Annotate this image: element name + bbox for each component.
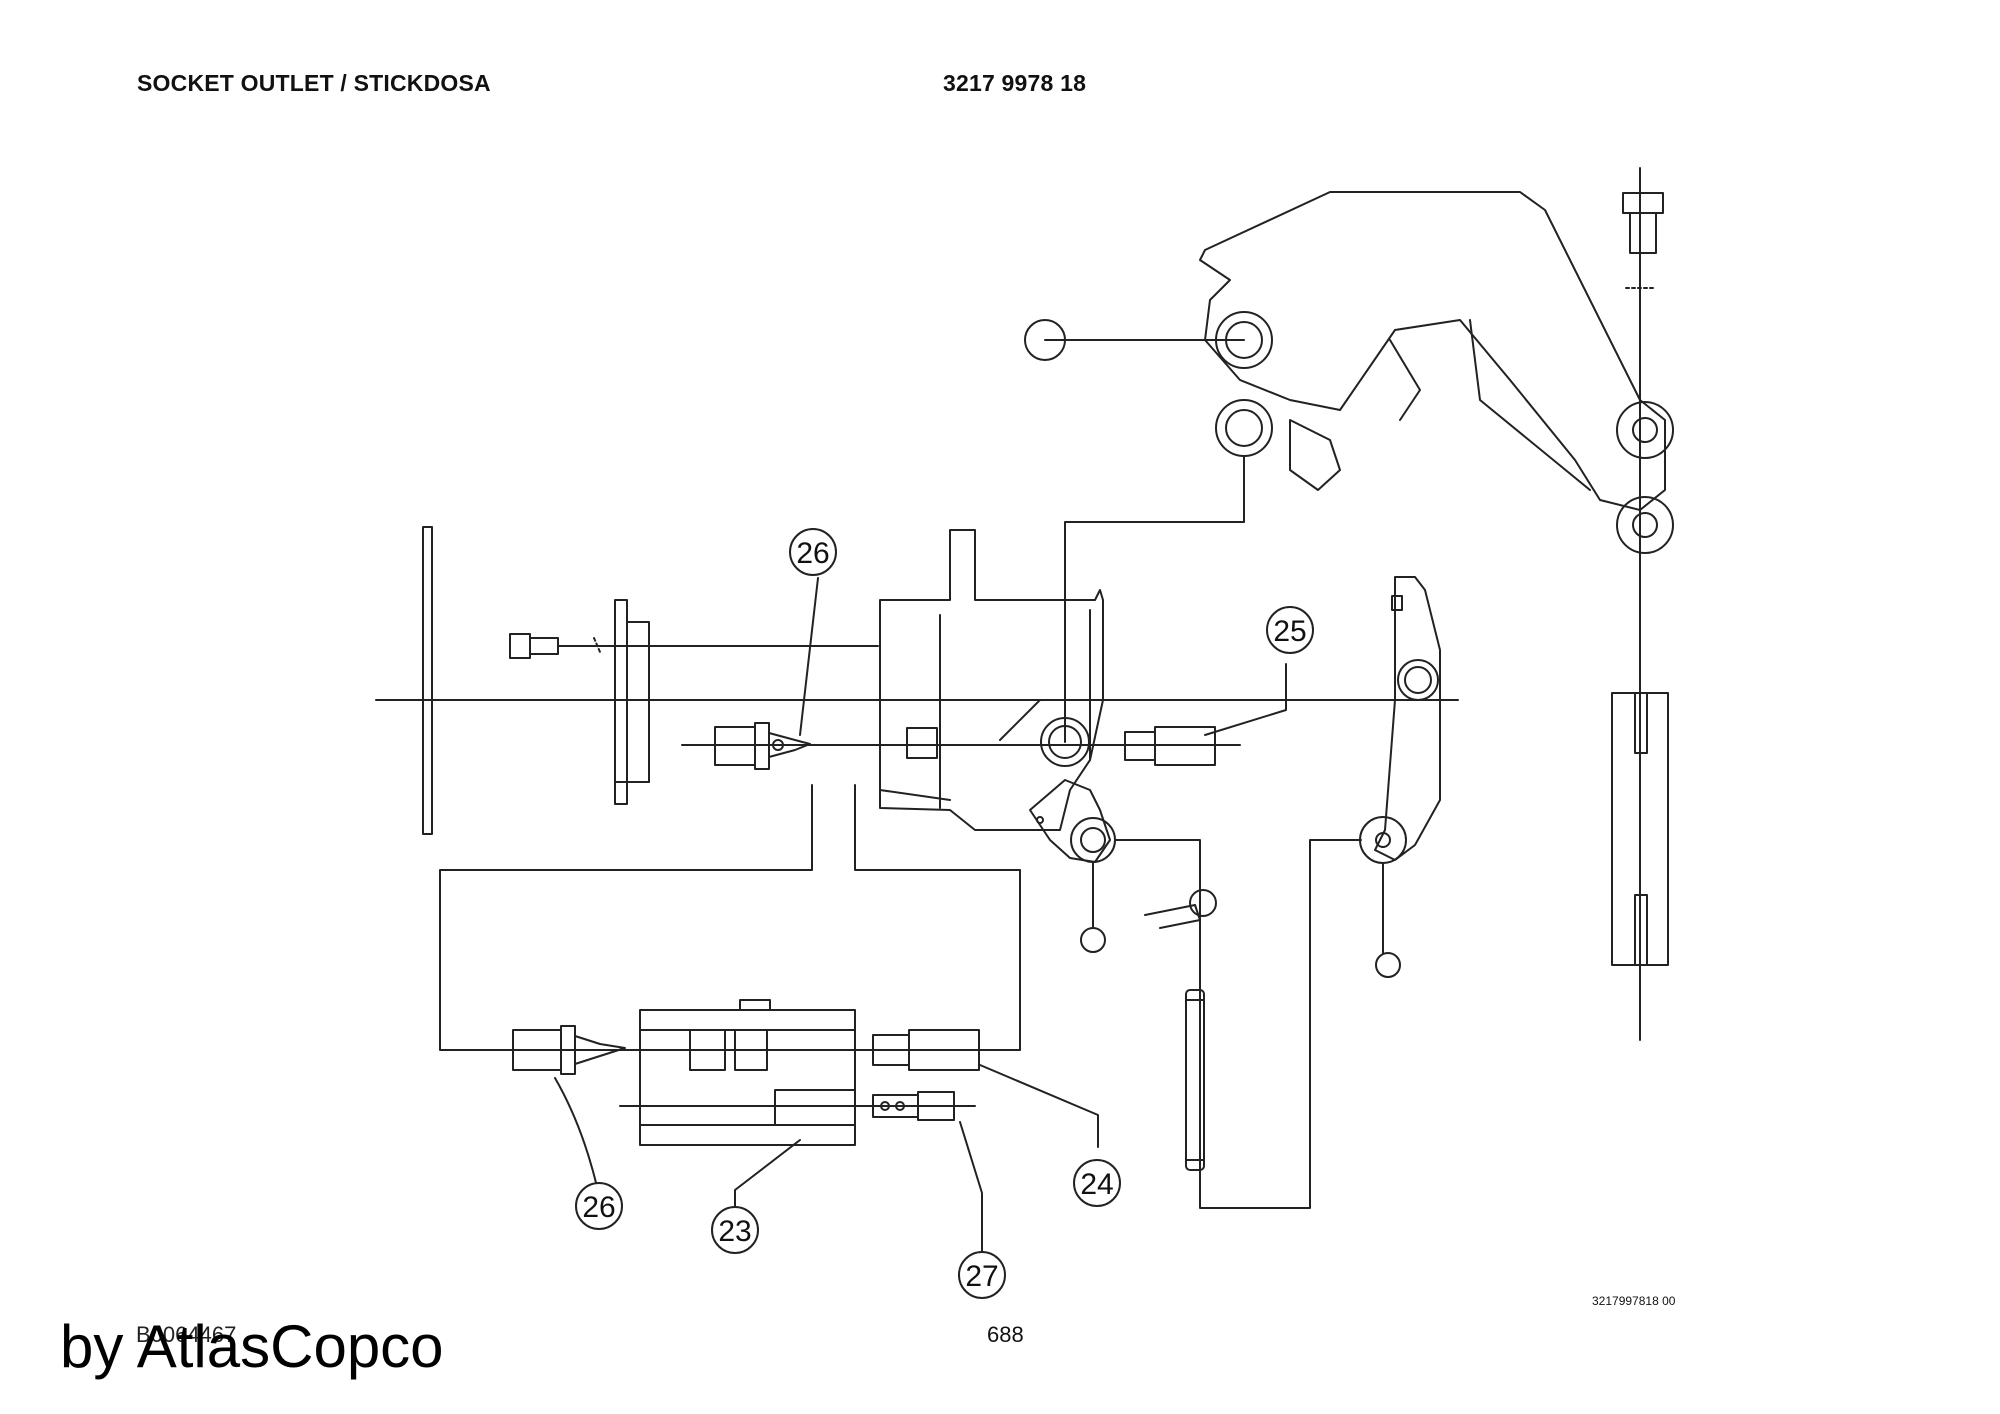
page-number: 688 [987, 1322, 1024, 1347]
snap-ring-small-left [1080, 927, 1106, 953]
page-title: SOCKET OUTLET / STICKDOSA [137, 70, 491, 96]
callout-27: 27 [958, 1251, 1006, 1299]
callout-label: 27 [965, 1260, 998, 1293]
pin [1185, 989, 1205, 1171]
brand-watermark: by AtlasCopco [60, 1313, 444, 1380]
snap-ring-small-right [1375, 952, 1401, 978]
connector-housing-23 [639, 999, 856, 1146]
flange-gasket [614, 599, 650, 805]
right-bracket [1359, 576, 1441, 864]
callout-label: 25 [1273, 615, 1306, 648]
snap-ring-top [1024, 319, 1245, 361]
callout-26-lower: 26 [575, 1182, 623, 1230]
socket-housing [879, 529, 1104, 831]
callout-label: 26 [796, 537, 829, 570]
callout-label: 24 [1080, 1168, 1113, 1201]
thin-plate [422, 526, 433, 835]
callout-25: 25 [1266, 606, 1314, 654]
callout-label: 23 [718, 1215, 751, 1248]
callout-23: 23 [711, 1206, 759, 1254]
document-id: B0064467 [136, 1322, 237, 1347]
contact-socket-25 [1124, 726, 1216, 766]
drawing-reference: 3217997818 00 [1592, 1294, 1676, 1308]
callout-label: 26 [582, 1191, 615, 1224]
part-number: 3217 9978 18 [943, 70, 1087, 96]
bolt-right [1622, 192, 1664, 289]
linkage-bracket [1199, 191, 1674, 554]
callout-24: 24 [1073, 1159, 1121, 1207]
callout-26-upper: 26 [789, 528, 837, 576]
hairpin-clip [1144, 889, 1217, 929]
contact-socket-24 [872, 1029, 980, 1071]
bushing-right [1611, 692, 1669, 966]
